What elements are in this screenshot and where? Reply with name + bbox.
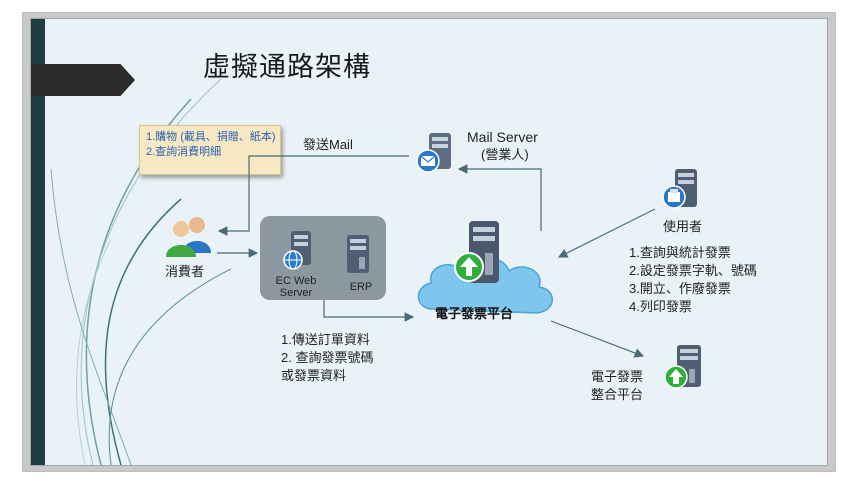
- mail-server-sub: (營業人): [481, 147, 529, 162]
- consumer-function: 2. 查詢發票號碼: [281, 350, 374, 365]
- send-mail-label: 發送Mail: [303, 137, 353, 152]
- slide: 虛擬通路架構 1.購物 (載具、捐贈、紙本) 2.查詢消費明細 發送Mail M…: [30, 18, 828, 466]
- integration-label: 整合平台: [591, 387, 644, 402]
- connector-lines: [217, 155, 656, 358]
- consumer-label: 消費者: [165, 264, 205, 279]
- user-function: 3.開立、作廢發票: [629, 281, 731, 296]
- user-server-icon: [662, 169, 697, 209]
- user-function: 1.查詢與統計發票: [629, 245, 731, 260]
- platform-label: 電子發票平台: [435, 306, 514, 321]
- erp-server-icon: [347, 235, 369, 273]
- user-function: 2.設定發票字軌、號碼: [629, 263, 757, 278]
- note-item: 2.查詢消費明細: [146, 146, 222, 158]
- platform-server-icon: [454, 221, 499, 283]
- user-function: 4.列印發票: [629, 299, 692, 314]
- ec-web-label: EC Web Server: [271, 275, 321, 299]
- integration-label: 電子發票: [591, 369, 644, 384]
- consumer-function: 或發票資料: [281, 368, 347, 383]
- ec-web-label-line: Server: [279, 287, 313, 299]
- shopping-note: 1.購物 (載具、捐贈、紙本) 2.查詢消費明細: [139, 125, 281, 175]
- title-arrow-tab: [31, 64, 135, 96]
- slide-title: 虛擬通路架構: [203, 52, 371, 83]
- sidebar-bar: [31, 19, 45, 465]
- erp-label: ERP: [349, 281, 373, 293]
- consumer-users-icon: [166, 217, 211, 257]
- consumer-function: 1.傳送訂單資料: [281, 332, 370, 347]
- integration-server-icon: [664, 345, 701, 389]
- note-item: 1.購物 (載具、捐贈、紙本): [146, 131, 276, 143]
- mail-server-icon: [416, 133, 451, 173]
- mail-server-name: Mail Server: [467, 129, 538, 145]
- user-label: 使用者: [663, 219, 703, 234]
- ec-web-label-line: EC Web: [275, 275, 317, 287]
- ec-web-server-icon: [283, 231, 311, 270]
